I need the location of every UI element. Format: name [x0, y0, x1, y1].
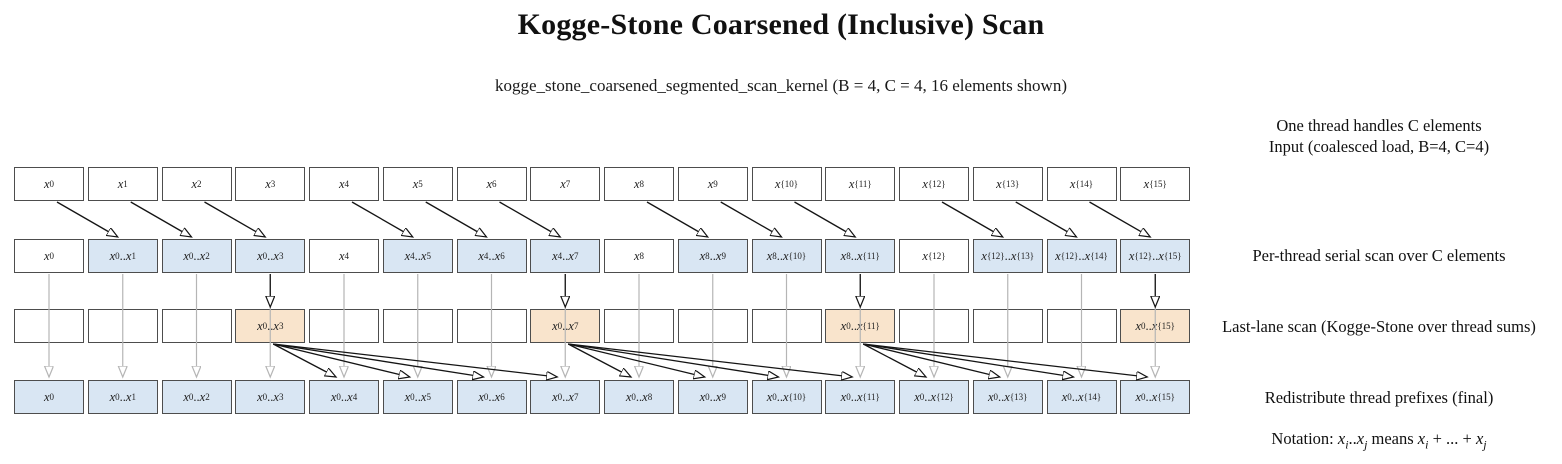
annotation-input: One thread handles C elements Input (coa…	[1196, 115, 1562, 157]
fanout-arrow-11-12	[862, 343, 926, 377]
page-title: Kogge-Stone Coarsened (Inclusive) Scan	[517, 8, 1045, 41]
cell-lastlane-scan-2	[161, 309, 232, 343]
fanout-arrow-7-11	[568, 343, 852, 377]
cell-serial-scan-12: x{12}	[899, 239, 969, 273]
cell-lastlane-scan-12	[899, 309, 969, 343]
fanout-arrow-3-5	[273, 343, 410, 377]
serial-scan-arrow-12-13	[941, 201, 1003, 237]
serial-scan-arrow-9-10	[720, 201, 782, 237]
cell-serial-scan-14: x{12}..x{14}	[1046, 239, 1117, 273]
cell-input-11: x{11}	[825, 167, 896, 201]
serial-scan-arrow-13-14	[1015, 201, 1077, 237]
annotation-redistribute: Redistribute thread prefixes (final)	[1264, 388, 1494, 407]
fanout-arrow-11-15	[863, 343, 1147, 377]
serial-scan-arrow-8-9	[646, 201, 708, 237]
cell-lastlane-scan-4	[309, 309, 379, 343]
fanout-arrow-7-9	[568, 343, 705, 377]
serial-scan-arrow-2-3	[204, 201, 266, 237]
fanout-arrow-3-6	[273, 343, 483, 377]
fanout-arrow-7-10	[568, 343, 778, 377]
kernel-subtitle: kogge_stone_coarsened_segmented_scan_ker…	[494, 76, 1067, 95]
cell-lastlane-scan-10	[751, 309, 822, 343]
serial-scan-arrow-1-2	[130, 201, 192, 237]
cell-serial-scan-15: x{12}..x{15}	[1120, 239, 1191, 273]
serial-scan-arrow-6-7	[499, 201, 561, 237]
cell-lastlane-scan-13	[972, 309, 1043, 343]
cell-lastlane-scan-14	[1046, 309, 1117, 343]
annotation-lastlane-scan: Last-lane scan (Kogge-Stone over thread …	[1222, 317, 1536, 336]
cell-lastlane-scan-6	[456, 309, 527, 343]
cell-lastlane-scan-1	[87, 309, 158, 343]
cell-lastlane-scan-9	[677, 309, 748, 343]
annotation-notation: Notation: xi..xj means xi + ... + xj	[1271, 429, 1487, 452]
fanout-arrow-7-8	[567, 343, 631, 377]
cell-input-10: x{10}	[751, 167, 822, 201]
annotation-input-line2: Input (coalesced load, B=4, C=4)	[1268, 137, 1490, 156]
cell-lastlane-scan-5	[382, 309, 453, 343]
fanout-arrow-3-4	[272, 343, 336, 377]
serial-scan-arrow-14-15	[1089, 201, 1151, 237]
serial-scan-arrow-4-5	[351, 201, 413, 237]
serial-scan-arrow-10-11	[794, 201, 856, 237]
cell-input-14: x{14}	[1046, 167, 1117, 201]
cell-input-12: x{12}	[899, 167, 969, 201]
fanout-arrow-11-13	[863, 343, 1000, 377]
cell-lastlane-scan-0	[14, 309, 84, 343]
cell-input-13: x{13}	[972, 167, 1043, 201]
annotation-input-line1: One thread handles C elements	[1276, 116, 1482, 135]
cell-input-15: x{15}	[1120, 167, 1191, 201]
serial-scan-arrow-5-6	[425, 201, 487, 237]
cell-lastlane-scan-8	[604, 309, 674, 343]
serial-scan-arrow-0-1	[56, 201, 118, 237]
cell-serial-scan-13: x{12}..x{13}	[972, 239, 1043, 273]
fanout-arrow-3-7	[273, 343, 557, 377]
fanout-arrow-11-14	[863, 343, 1073, 377]
annotation-serial-scan: Per-thread serial scan over C elements	[1252, 246, 1506, 265]
